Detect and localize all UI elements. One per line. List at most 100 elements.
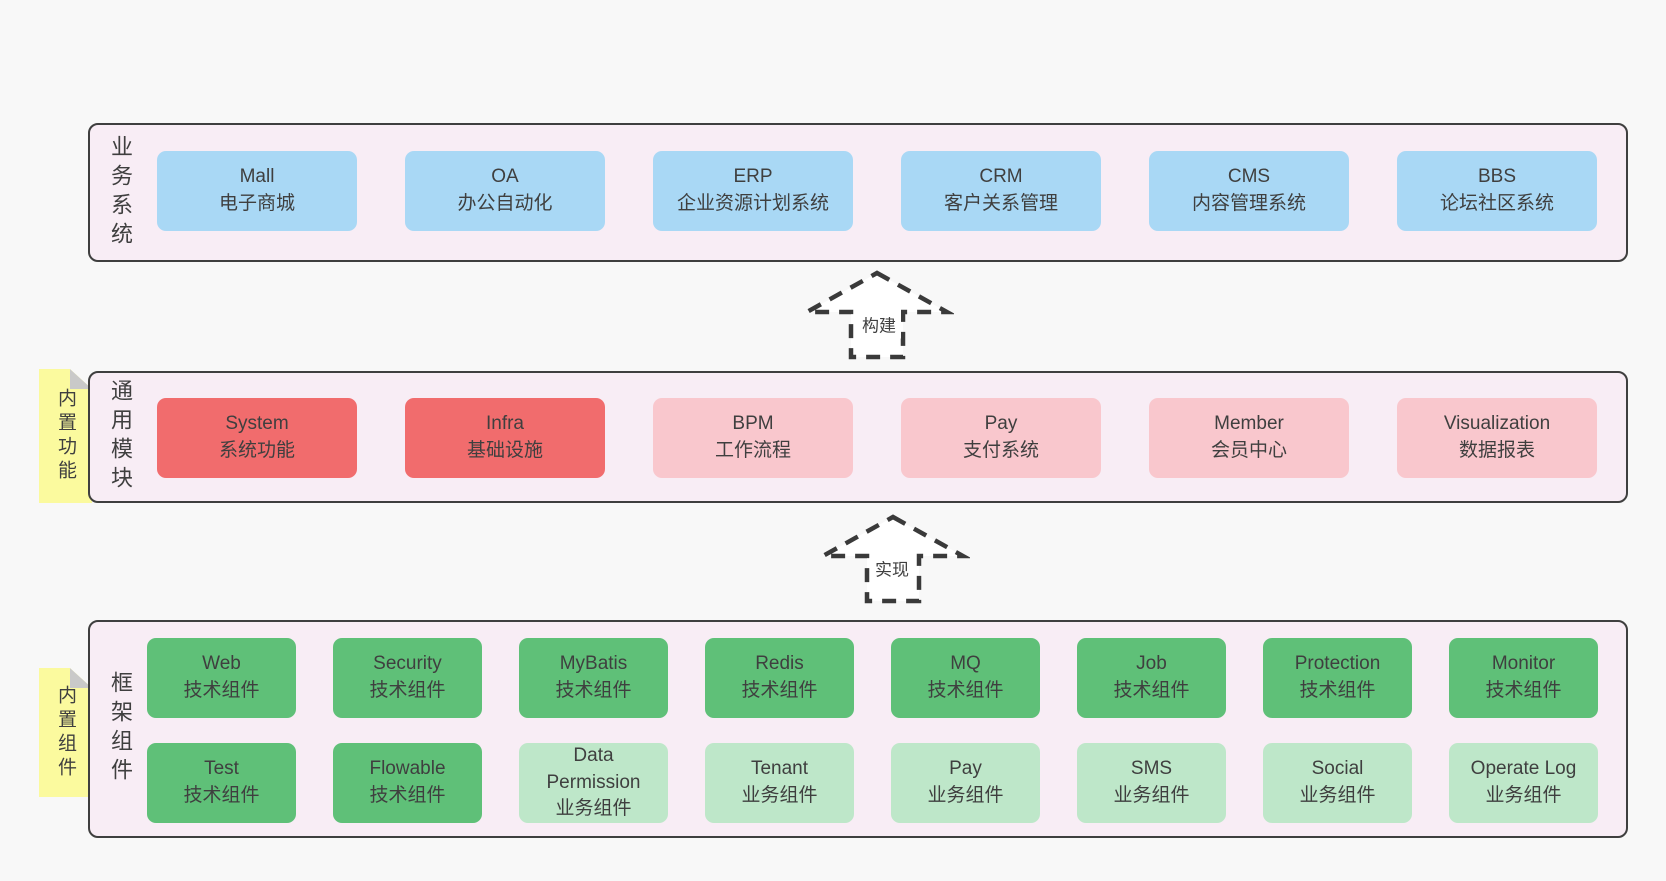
box-title: System <box>225 413 289 435</box>
box-operate-log: Operate Log 业务组件 <box>1449 743 1598 823</box>
box-title: SMS <box>1130 758 1173 780</box>
box-subtitle: 企业资源计划系统 <box>676 193 829 214</box>
box-title: Monitor <box>1491 653 1556 675</box>
box-title: Pay <box>984 413 1018 435</box>
box-title: BBS <box>1477 166 1517 188</box>
box-subtitle: 业务组件 <box>555 798 632 820</box>
arrow-label-build: 构建 <box>857 309 901 339</box>
box-title: Web <box>202 653 241 675</box>
box-erp: ERP 企业资源计划系统 <box>653 151 853 231</box>
panel-side-label: 框架组件 <box>108 671 133 787</box>
box-title: Operate Log <box>1470 758 1577 780</box>
box-mall: Mall 电子商城 <box>157 151 357 231</box>
box-subtitle: 技术组件 <box>555 680 632 701</box>
box-infra: Infra 基础设施 <box>405 398 605 478</box>
box-subtitle: 客户关系管理 <box>943 193 1058 214</box>
box-monitor: Monitor 技术组件 <box>1449 638 1598 718</box>
box-title: OA <box>491 166 519 188</box>
box-flowable: Flowable 技术组件 <box>333 743 482 823</box>
box-pay: Pay 业务组件 <box>891 743 1040 823</box>
box-subtitle: 技术组件 <box>1485 680 1562 701</box>
box-subtitle: 办公自动化 <box>457 193 553 214</box>
box-subtitle: 技术组件 <box>1113 680 1190 701</box>
box-subtitle: 会员中心 <box>1210 440 1287 461</box>
box-row: Mall 电子商城 OA 办公自动化 ERP 企业资源计划系统 CRM 客户关系管理 CMS 内容… <box>157 151 1597 231</box>
box-subtitle: 技术组件 <box>183 785 260 806</box>
box-title: BPM <box>732 413 774 435</box>
box-subtitle: 业务组件 <box>741 785 818 806</box>
box-bpm: BPM 工作流程 <box>653 398 853 478</box>
box-subtitle: 论坛社区系统 <box>1439 193 1554 214</box>
box-title: Member <box>1214 413 1284 435</box>
box-title: Visualization <box>1443 413 1551 435</box>
box-title: MQ <box>950 653 981 675</box>
box-title: Infra <box>485 413 525 435</box>
box-title: Pay <box>949 758 982 780</box>
box-test: Test 技术组件 <box>147 743 296 823</box>
box-sms: SMS 业务组件 <box>1077 743 1226 823</box>
sticky-note-label: 内置功能 <box>55 388 76 484</box>
box-subtitle: 支付系统 <box>962 440 1039 461</box>
sticky-note-builtin-components: 内置组件 <box>39 668 92 797</box>
box-social: Social 业务组件 <box>1263 743 1412 823</box>
box-mq: MQ 技术组件 <box>891 638 1040 718</box>
box-subtitle: 技术组件 <box>1299 680 1376 701</box>
box-title: CMS <box>1227 166 1271 188</box>
box-subtitle: 系统功能 <box>218 440 295 461</box>
box-title: Tenant <box>750 758 809 780</box>
box-title: ERP <box>733 166 773 188</box>
box-cms: CMS 内容管理系统 <box>1149 151 1349 231</box>
box-protection: Protection 技术组件 <box>1263 638 1412 718</box>
box-web: Web 技术组件 <box>147 638 296 718</box>
box-subtitle: 业务组件 <box>1485 785 1562 806</box>
box-subtitle: 技术组件 <box>183 680 260 701</box>
box-redis: Redis 技术组件 <box>705 638 854 718</box>
box-subtitle: 技术组件 <box>927 680 1004 701</box>
sticky-note-label: 内置组件 <box>55 684 76 781</box>
box-subtitle: 技术组件 <box>369 680 446 701</box>
box-title: Flowable <box>369 758 446 780</box>
box-crm: CRM 客户关系管理 <box>901 151 1101 231</box>
sticky-note-builtin-features: 内置功能 <box>39 369 92 503</box>
box-security: Security 技术组件 <box>333 638 482 718</box>
box-title: Mall <box>239 166 275 188</box>
box-title: Redis <box>755 653 804 675</box>
box-title: Social <box>1311 758 1364 780</box>
box-title: MyBatis <box>559 653 628 675</box>
box-mybatis: MyBatis 技术组件 <box>519 638 668 718</box>
box-pay: Pay 支付系统 <box>901 398 1101 478</box>
box-oa: OA 办公自动化 <box>405 151 605 231</box>
box-title: Job <box>1136 653 1167 675</box>
box-subtitle: 内容管理系统 <box>1191 193 1306 214</box>
box-subtitle: 数据报表 <box>1458 440 1535 461</box>
box-subtitle: 业务组件 <box>927 785 1004 806</box>
box-visualization: Visualization 数据报表 <box>1397 398 1597 478</box>
business-systems-panel: 业务系统 Mall 电子商城 OA 办公自动化 ERP 企业资源计划系统 CRM 客户关系管理… <box>88 123 1628 262</box>
box-data-permission: Data Permission 业务组件 <box>519 743 668 823</box>
box-tenant: Tenant 业务组件 <box>705 743 854 823</box>
box-member: Member 会员中心 <box>1149 398 1349 478</box>
box-subtitle: 基础设施 <box>466 440 543 461</box>
box-title: CRM <box>979 166 1023 188</box>
box-system: System 系统功能 <box>157 398 357 478</box>
box-subtitle: 业务组件 <box>1299 785 1376 806</box>
box-title: Protection <box>1294 653 1381 675</box>
arrow-label-implement: 实现 <box>870 553 914 583</box>
box-subtitle: 业务组件 <box>1113 785 1190 806</box>
box-title: Security <box>373 653 442 675</box>
box-subtitle: 技术组件 <box>369 785 446 806</box>
box-job: Job 技术组件 <box>1077 638 1226 718</box>
box-row: System 系统功能 Infra 基础设施 BPM 工作流程 Pay 支付系统 Member 会… <box>157 398 1597 478</box>
box-subtitle: 电子商城 <box>218 193 295 214</box>
box-subtitle: 技术组件 <box>741 680 818 701</box>
panel-side-label: 业务系统 <box>108 134 133 251</box>
box-bbs: BBS 论坛社区系统 <box>1397 151 1597 231</box>
box-title: Test <box>204 758 239 780</box>
box-title: Data Permission <box>546 744 641 793</box>
box-subtitle: 工作流程 <box>714 440 791 461</box>
